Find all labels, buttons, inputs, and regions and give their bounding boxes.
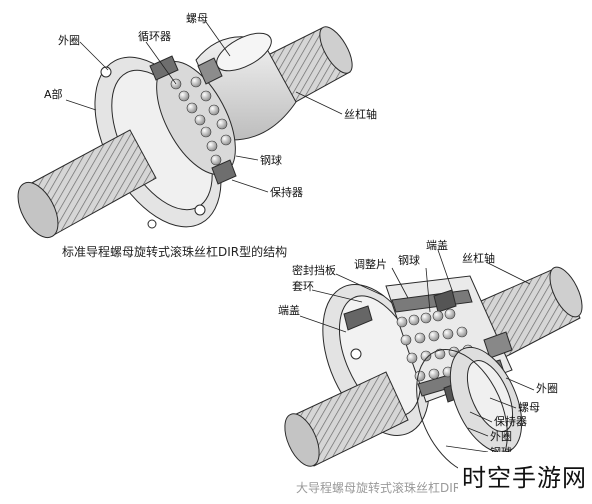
label-screw-shaft: 丝杠轴: [344, 107, 377, 121]
label-retainer: 保持器: [494, 414, 527, 428]
bottom-right-flange: [416, 346, 523, 475]
top-assembly: 外圈 循环器 螺母 A部 丝杠轴 钢球 保持器 标准导程螺母旋转式滚珠丝杠DIR…: [17, 12, 377, 259]
bottom-screw-shaft-left: [284, 371, 409, 467]
label-end-cap-left: 端盖: [278, 303, 300, 317]
bottom-leader-lines: [299, 249, 535, 453]
watermark-text: 时空手游网: [462, 464, 587, 492]
label-nut: 螺母: [518, 401, 540, 414]
label-nut: 螺母: [186, 12, 208, 25]
label-retainer: 保持器: [270, 185, 303, 199]
label-seal-plate: 密封挡板: [292, 263, 336, 277]
label-outer-ring-bottom: 外圈: [490, 430, 512, 443]
label-part-a: A部: [44, 87, 63, 101]
label-outer-ring: 外圈: [58, 34, 80, 47]
top-screw-shaft-left: [17, 129, 157, 239]
label-end-cap-top: 端盖: [426, 238, 448, 252]
label-outer-ring-right: 外圈: [536, 382, 558, 395]
label-steel-ball-top: 钢球: [398, 253, 420, 267]
caption-bottom: 大导程螺母旋转式滚珠丝杠DIR型的结构: [296, 481, 510, 495]
label-sleeve-ring: 套环: [292, 280, 314, 293]
label-adjust-shim: 调整片: [354, 257, 387, 271]
label-screw-shaft: 丝杠轴: [462, 251, 495, 265]
watermark-logo: 时空手游网: [458, 452, 592, 500]
label-steel-ball: 钢球: [260, 153, 282, 167]
bottom-assembly: 端盖 调整片 钢球 丝杠轴 密封挡板 套环 端盖 外圈 螺母 保持器 外圈 钢球: [278, 238, 583, 475]
label-recirculator: 循环器: [138, 30, 171, 43]
caption-top: 标准导程螺母旋转式滚珠丝杠DIR型的结构: [62, 244, 287, 259]
top-retainer-balls: [156, 60, 236, 176]
top-leader-lines: [65, 21, 343, 193]
bottom-balls: [396, 308, 474, 382]
top-recirculator: [149, 55, 237, 185]
